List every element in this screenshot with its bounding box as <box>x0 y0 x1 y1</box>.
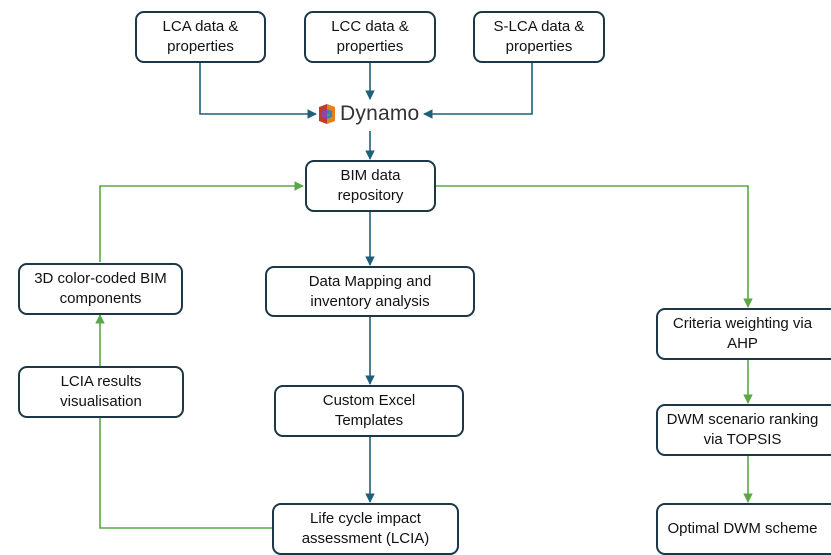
dynamo-node: Dynamo <box>318 100 419 128</box>
arrow-lca-to-dynamo <box>199 63 317 119</box>
lcia-box: Life cycle impact assessment (LCIA) <box>272 503 459 555</box>
slca-data-box: S-LCA data & properties <box>473 11 605 63</box>
arrow-bim-to-ahp <box>436 185 753 308</box>
bim-repository-box: BIM data repository <box>305 160 436 212</box>
color-coded-components-box: 3D color-coded BIM components <box>18 263 183 315</box>
dynamo-logo-icon <box>319 104 335 124</box>
optimal-scheme-box: Optimal DWM scheme <box>656 503 831 555</box>
data-mapping-box: Data Mapping and inventory analysis <box>265 266 475 317</box>
arrow-slca-to-dynamo <box>423 63 533 119</box>
arrow-colorcoded-to-bim <box>99 181 304 262</box>
dynamo-label: Dynamo <box>340 102 420 125</box>
lca-data-box: LCA data & properties <box>135 11 266 63</box>
topsis-ranking-box: DWM scenario ranking via TOPSIS <box>656 404 831 456</box>
lcia-visualisation-box: LCIA results visualisation <box>18 366 184 418</box>
excel-templates-box: Custom Excel Templates <box>274 385 464 437</box>
ahp-weighting-box: Criteria weighting via AHP <box>656 308 831 360</box>
arrow-lcia-to-visualisation <box>95 404 272 529</box>
lcc-data-box: LCC data & properties <box>304 11 436 63</box>
